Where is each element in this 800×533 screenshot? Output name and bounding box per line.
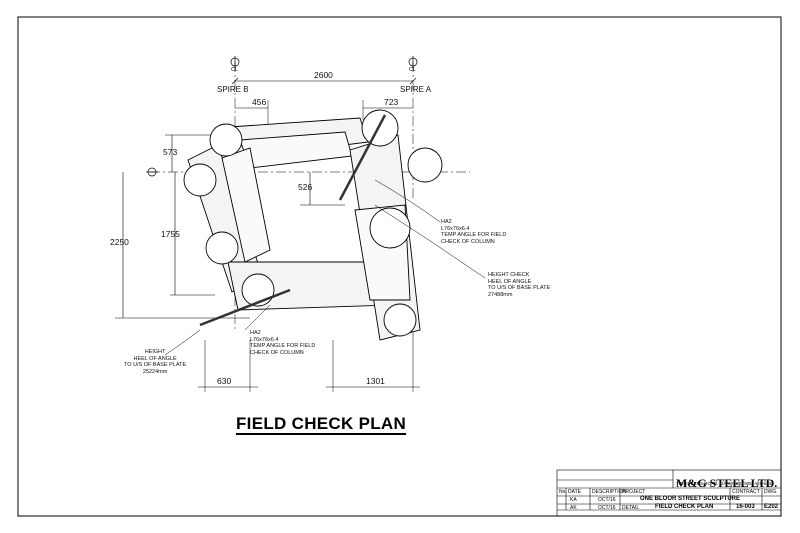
project-name: ONE BLOOR STREET SCULPTURE (640, 496, 741, 502)
dim-1755: 1755 (161, 229, 180, 239)
rev-1-date: OCT/16 (598, 497, 616, 503)
leader-height-left (164, 329, 201, 356)
cl-label-a: CL (409, 67, 417, 73)
dim-1301: 1301 (366, 376, 385, 386)
base-plate-h (383, 303, 417, 337)
hdr-title: DETAIL (622, 505, 640, 511)
hdr-no: No. (559, 489, 567, 495)
rev-1-desc: KA (570, 497, 577, 503)
spire-a-label: SPIRE A (400, 85, 432, 94)
hdr-date: DATE (568, 489, 581, 495)
temp-angle-right (338, 114, 387, 201)
company-name: M&G STEEL LTD. (676, 476, 778, 490)
base-plate-c (183, 163, 217, 197)
leader-ha2-left (244, 304, 271, 331)
company-logo: M&G STEEL LTD. (676, 476, 777, 491)
tube-left-inner (221, 147, 271, 263)
rev-2-desc: AK (570, 505, 577, 511)
temp-angle-left (199, 288, 291, 327)
drawing-title: FIELD CHECK PLAN (236, 414, 407, 433)
height-check-note: HEIGHT CHECK HEEL OF ANGLE TO U/S OF BAS… (488, 272, 551, 298)
base-plate-f (369, 207, 411, 249)
sheet-title: FIELD CHECK PLAN (655, 504, 714, 510)
dim-2600: 2600 (314, 70, 333, 80)
leader-height-check (374, 204, 486, 279)
dim-573-text: 573 (163, 147, 178, 157)
hdr-project: PROJECT (622, 489, 646, 495)
hdr-contract: CONTRACT (732, 489, 760, 495)
dim-2250: 2250 (110, 237, 129, 247)
dim-630: 630 (217, 376, 232, 386)
base-plate-a (361, 109, 399, 147)
rev-2-date: OCT/16 (598, 505, 616, 511)
ha2-right-note: HA2 L76x76x6.4 TEMP ANGLE FOR FIELD CHEC… (441, 219, 507, 245)
ha2-left-note: HA2 L76x76x6.4 TEMP ANGLE FOR FIELD CHEC… (250, 330, 316, 356)
base-plate-g (407, 147, 443, 183)
title-block-frame (556, 469, 782, 517)
spire-b-label: SPIRE B (217, 85, 249, 94)
hdr-drawing: DWG. (764, 489, 778, 495)
contract-number: 16-003 (736, 504, 755, 510)
height-left-note: HEIGHT HEEL OF ANGLE TO U/S OF BASE PLAT… (124, 349, 187, 375)
dim-723: 723 (384, 97, 399, 107)
sheet-border (17, 16, 782, 517)
leader-ha2-right (374, 179, 441, 223)
dim-526: 526 (298, 182, 313, 192)
base-plate-b (209, 123, 243, 157)
sculpture-plan (183, 109, 443, 341)
hdr-description: DESCRIPTION (592, 489, 627, 495)
company-address: 750 SPEERS ROAD, OAKVILLE (905) 469-6442 (676, 481, 774, 486)
base-plate-d (205, 231, 239, 265)
dim-456: 456 (252, 97, 267, 107)
cl-label-b: CL (231, 67, 239, 73)
drawing-number: E202 (764, 504, 779, 510)
